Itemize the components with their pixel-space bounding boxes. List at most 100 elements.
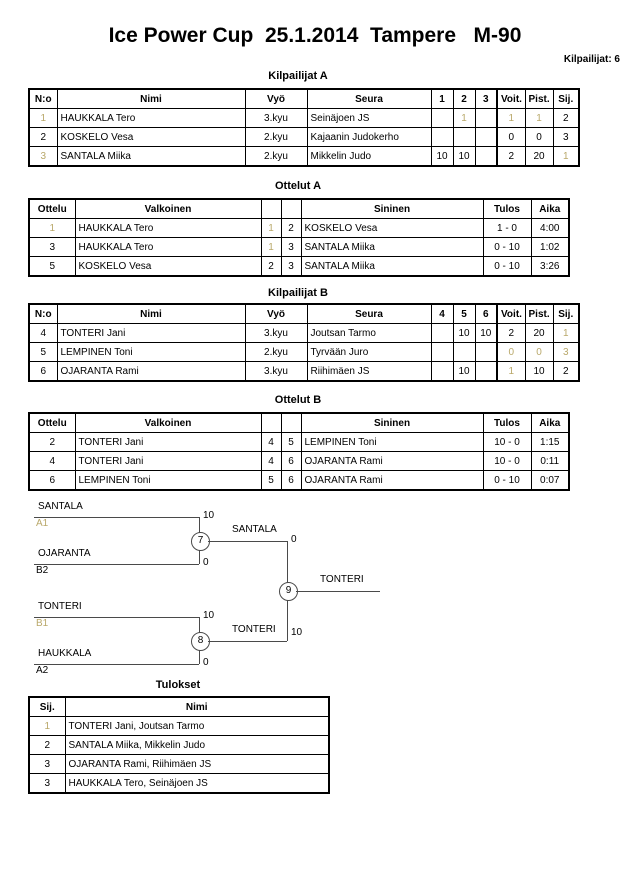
- cell-wins: 0: [496, 342, 526, 362]
- cell-name: OJARANTA Rami: [56, 361, 246, 382]
- cell-white: HAUKKALA Tero: [74, 218, 262, 238]
- cell-points: 20: [524, 146, 554, 167]
- table-row: 6 OJARANTA Rami 3.kyu Riihimäen JS 10 1 …: [28, 361, 580, 382]
- cell-club: Joutsan Tarmo: [306, 323, 432, 343]
- cell-wins: 2: [496, 146, 526, 167]
- cell-result: 0 - 10: [482, 256, 532, 277]
- table-row: 1 HAUKKALA Tero 3.kyu Seinäjoen JS 1 1 1…: [28, 108, 580, 128]
- cell-m4: [430, 323, 454, 343]
- column-header-points: Pist.: [524, 303, 554, 324]
- column-header-club: Seura: [306, 88, 432, 109]
- cell-blue: SANTALA Miika: [300, 256, 484, 277]
- bracket-winner-name: TONTERI: [232, 624, 276, 635]
- cell-points: 10: [524, 361, 554, 382]
- cell-name: LEMPINEN Toni: [56, 342, 246, 362]
- table-row: 2 TONTERI Jani 4 5 LEMPINEN Toni 10 - 0 …: [28, 432, 570, 452]
- cell-blue: OJARANTA Rami: [300, 470, 484, 491]
- cell-name: HAUKKALA Tero, Seinäjoen JS: [64, 773, 330, 794]
- column-header-result: Tulos: [482, 198, 532, 219]
- section-caption-pool-b: Kilpailijat B: [268, 287, 328, 299]
- cell-rank: 1: [552, 323, 580, 343]
- bracket-seed-label: A2: [36, 665, 49, 676]
- cell-club: Riihimäen JS: [306, 361, 432, 382]
- cell-blue-no: 3: [280, 256, 302, 277]
- cell-no: 4: [28, 323, 58, 343]
- column-header-white: Valkoinen: [74, 412, 262, 433]
- column-header-m2: 2: [452, 88, 476, 109]
- bracket-score: 10: [203, 610, 215, 621]
- column-header-blue: Sininen: [300, 198, 484, 219]
- bracket-line: [34, 664, 199, 665]
- cell-blue: SANTALA Miika: [300, 237, 484, 257]
- bracket-competitor-name: TONTERI: [38, 601, 82, 612]
- column-header-white-no: [260, 198, 282, 219]
- cell-match: 6: [28, 470, 76, 491]
- cell-rank: 2: [552, 108, 580, 128]
- bracket-seed-label: A1: [36, 518, 49, 529]
- cell-name: KOSKELO Vesa: [56, 127, 246, 147]
- column-header-m3: 3: [474, 88, 498, 109]
- table-row: 3 SANTALA Miika 2.kyu Mikkelin Judo 10 1…: [28, 146, 580, 167]
- cell-rank: 3: [28, 773, 66, 794]
- column-header-club: Seura: [306, 303, 432, 324]
- cell-name: HAUKKALA Tero: [56, 108, 246, 128]
- table-row: 2 KOSKELO Vesa 2.kyu Kajaanin Judokerho …: [28, 127, 580, 147]
- column-header-belt: Vyö: [244, 303, 308, 324]
- cell-no: 5: [28, 342, 58, 362]
- cell-points: 0: [524, 127, 554, 147]
- cell-match: 5: [28, 256, 76, 277]
- cell-m3: [474, 146, 498, 167]
- cell-m6: [474, 342, 498, 362]
- cell-white: KOSKELO Vesa: [74, 256, 262, 277]
- elimination-bracket: SANTALA A1 OJARANTA B2 10 0 7 SANTALA TO…: [0, 495, 630, 676]
- table-header-row: Ottelu Valkoinen Sininen Tulos Aika: [28, 198, 570, 219]
- section-caption-matches-a: Ottelut A: [274, 180, 322, 192]
- cell-m3: [474, 127, 498, 147]
- cell-blue-no: 6: [280, 451, 302, 471]
- bracket-line: [296, 591, 380, 592]
- cell-time: 1:15: [530, 432, 570, 452]
- cell-white-no: 1: [260, 237, 282, 257]
- cell-belt: 3.kyu: [244, 361, 308, 382]
- cell-blue: KOSKELO Vesa: [300, 218, 484, 238]
- bracket-seed-label: B2: [36, 565, 49, 576]
- bracket-score: 0: [291, 534, 297, 545]
- cell-white-no: 4: [260, 451, 282, 471]
- column-header-m1: 1: [430, 88, 454, 109]
- cell-points: 0: [524, 342, 554, 362]
- cell-wins: 1: [496, 108, 526, 128]
- column-header-time: Aika: [530, 198, 570, 219]
- cell-name: SANTALA Miika, Mikkelin Judo: [64, 735, 330, 755]
- column-header-rank: Sij.: [552, 303, 580, 324]
- table-row: 5 LEMPINEN Toni 2.kyu Tyrvään Juro 0 0 3: [28, 342, 580, 362]
- cell-white-no: 4: [260, 432, 282, 452]
- cell-no: 1: [28, 108, 58, 128]
- bracket-score: 0: [203, 657, 209, 668]
- cell-rank: 2: [552, 361, 580, 382]
- cell-name: OJARANTA Rami, Riihimäen JS: [64, 754, 330, 774]
- cell-m1: 10: [430, 146, 454, 167]
- table-row: 1 HAUKKALA Tero 1 2 KOSKELO Vesa 1 - 0 4…: [28, 218, 570, 238]
- page-title: Ice Power Cup 25.1.2014 Tampere M-90: [108, 24, 522, 47]
- cell-time: 4:00: [530, 218, 570, 238]
- cell-match: 4: [28, 451, 76, 471]
- cell-wins: 2: [496, 323, 526, 343]
- cell-name: SANTALA Miika: [56, 146, 246, 167]
- cell-match: 2: [28, 432, 76, 452]
- bracket-line: [34, 617, 199, 618]
- cell-belt: 3.kyu: [244, 108, 308, 128]
- cell-belt: 2.kyu: [244, 146, 308, 167]
- column-header-m6: 6: [474, 303, 498, 324]
- column-header-name: Nimi: [56, 303, 246, 324]
- cell-white-no: 2: [260, 256, 282, 277]
- cell-m2: 10: [452, 146, 476, 167]
- cell-rank: 3: [552, 127, 580, 147]
- column-header-name: Nimi: [64, 696, 330, 717]
- cell-blue: LEMPINEN Toni: [300, 432, 484, 452]
- table-row: 1 TONTERI Jani, Joutsan Tarmo: [28, 716, 330, 736]
- table-row: 4 TONTERI Jani 4 6 OJARANTA Rami 10 - 0 …: [28, 451, 570, 471]
- pool-a-table: N:o Nimi Vyö Seura 1 2 3 Voit. Pist. Sij…: [28, 88, 580, 167]
- cell-points: 20: [524, 323, 554, 343]
- section-caption-pool-a: Kilpailijat A: [268, 70, 328, 82]
- cell-time: 0:07: [530, 470, 570, 491]
